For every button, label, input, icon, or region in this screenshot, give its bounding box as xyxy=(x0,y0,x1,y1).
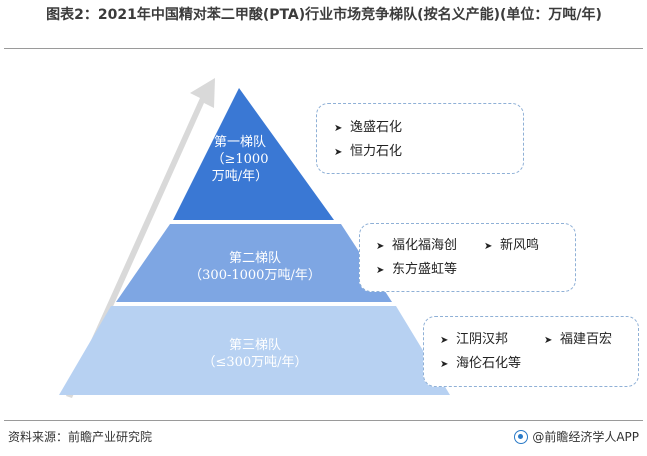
tier-2-shape xyxy=(116,224,392,302)
brand-credit: @前瞻经济学人APP xyxy=(514,428,639,445)
tier-3-company-1: ➤ 江阴汉邦 xyxy=(440,331,508,349)
tier-3-company-box xyxy=(423,316,639,387)
tier-2-company-2: ➤ 新风鸣 xyxy=(484,237,539,255)
tier-3-range: （≤300万吨/年） xyxy=(202,355,308,370)
tier-1-name: 第一梯队 xyxy=(213,135,266,150)
tier-3-company-3: ➤ 海伦石化等 xyxy=(440,355,521,373)
tier-1-company-1: ➤ 逸盛石化 xyxy=(334,119,402,137)
company-name: 恒力石化 xyxy=(350,144,403,159)
tier-3-company-2: ➤ 福建百宏 xyxy=(544,331,612,349)
tier-1-label: 第一梯队 （≥1000 万吨/年） xyxy=(200,134,280,185)
tier-2-company-1: ➤ 福化福海创 xyxy=(376,237,457,255)
tier-1-company-2: ➤ 恒力石化 xyxy=(334,143,402,161)
arrow-icon: ➤ xyxy=(440,335,449,346)
company-name: 逸盛石化 xyxy=(350,120,403,135)
tier-2-company-3: ➤ 东方盛虹等 xyxy=(376,261,457,279)
company-name: 江阴汉邦 xyxy=(456,332,509,347)
tier-3-shape xyxy=(59,306,450,395)
tier-1-range: （≥1000 xyxy=(211,152,269,167)
tier-1-shape xyxy=(173,88,334,220)
arrow-icon: ➤ xyxy=(376,241,385,252)
company-name: 福建百宏 xyxy=(560,332,613,347)
company-name: 福化福海创 xyxy=(392,238,458,253)
source-note: 资料来源：前瞻产业研究院 xyxy=(8,430,153,444)
tier-3-name: 第三梯队 xyxy=(228,338,281,353)
page-title: 图表2：2021年中国精对苯二甲酸(PTA)行业市场竞争梯队(按名义产能)(单位… xyxy=(46,7,602,23)
brand-logo-icon xyxy=(514,429,529,444)
growth-arrow xyxy=(66,78,215,398)
tier-3-label: 第三梯队 （≤300万吨/年） xyxy=(150,337,360,371)
arrow-icon: ➤ xyxy=(484,241,493,252)
arrow-icon: ➤ xyxy=(440,359,449,370)
tier-2-company-box xyxy=(359,223,576,292)
arrow-icon: ➤ xyxy=(544,335,553,346)
company-name: 东方盛虹等 xyxy=(392,262,458,277)
tier-2-name: 第二梯队 xyxy=(228,251,281,266)
tier-1-company-box xyxy=(316,103,524,174)
bottom-divider xyxy=(4,420,643,421)
arrow-icon: ➤ xyxy=(334,147,343,158)
top-divider xyxy=(4,48,643,49)
arrow-icon: ➤ xyxy=(376,265,385,276)
arrow-icon: ➤ xyxy=(334,123,343,134)
tier-2-label: 第二梯队 （300-1000万吨/年） xyxy=(150,250,360,284)
tier-2-range: （300-1000万吨/年） xyxy=(189,268,321,283)
company-name: 新风鸣 xyxy=(500,238,540,253)
company-name: 海伦石化等 xyxy=(456,356,522,371)
brand-text: @前瞻经济学人APP xyxy=(532,430,639,444)
tier-1-range-unit: 万吨/年） xyxy=(211,169,269,184)
